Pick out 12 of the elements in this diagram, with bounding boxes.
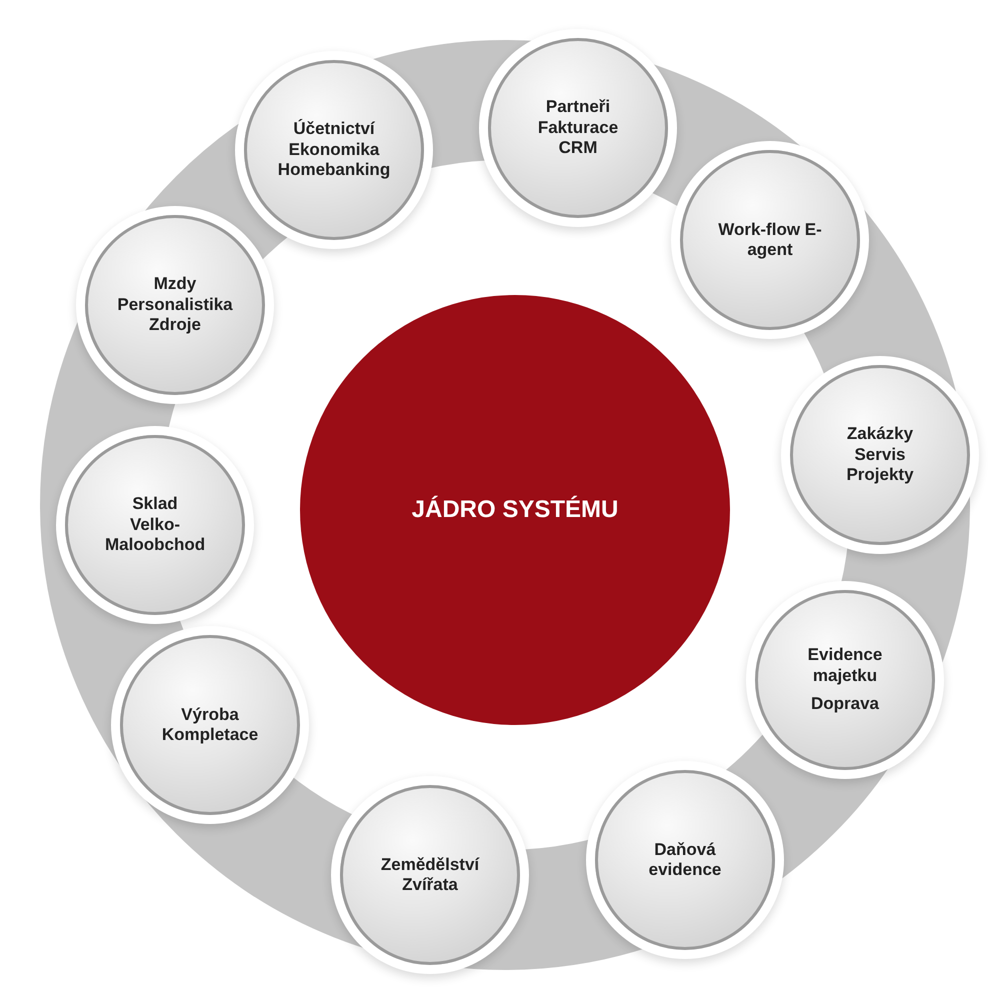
module-label: Mzdy Personalistika Zdroje	[116, 274, 234, 336]
module-label: Work-flow E-agent	[717, 220, 823, 260]
module-label: Zemědělství Zvířata	[380, 854, 480, 896]
module-label: Výroba Kompletace	[160, 704, 260, 746]
module-label: Daňová evidence	[648, 840, 722, 880]
module-label: Zakázky Servis Projekty	[845, 424, 915, 486]
module-label: Účetnictví Ekonomika Homebanking	[276, 119, 392, 181]
module-label: Doprava	[810, 694, 880, 715]
center-label: JÁDRO SYSTÉMU	[410, 496, 620, 524]
module-label: Sklad Velko-Maloobchod	[105, 494, 205, 556]
module-label: Evidence majetku	[806, 645, 884, 686]
module-label: Partneři Fakturace CRM	[536, 97, 620, 159]
